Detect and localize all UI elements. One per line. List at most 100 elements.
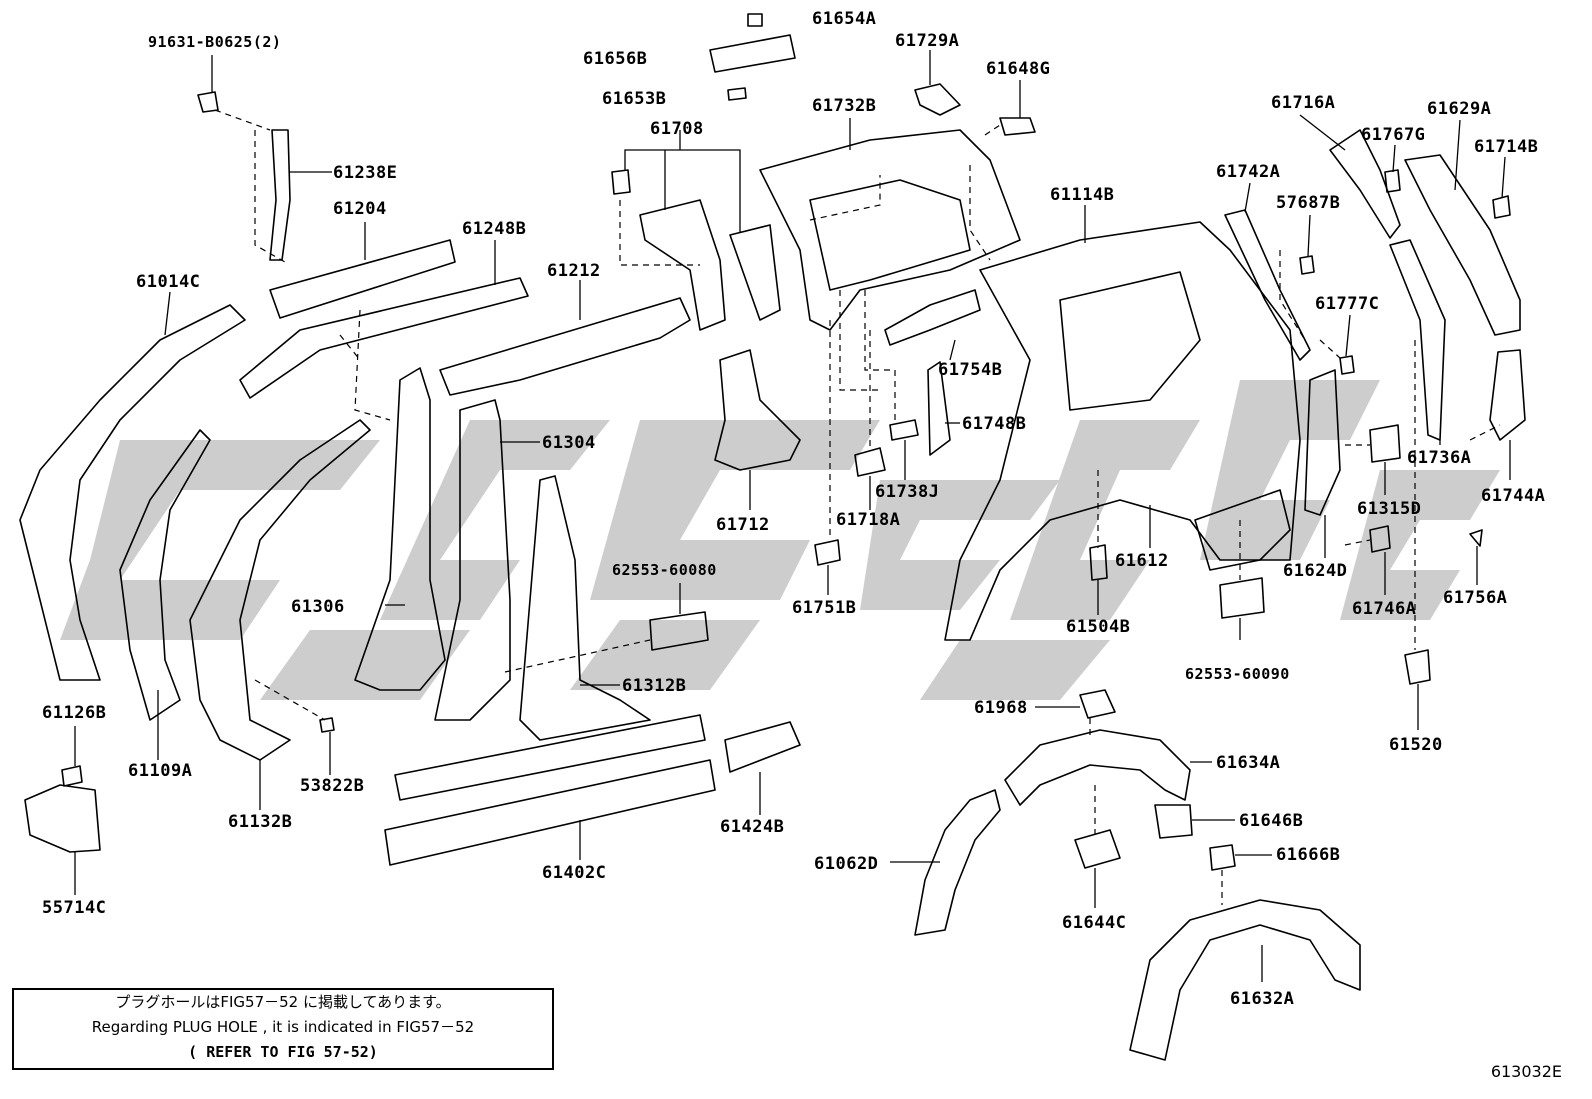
part-61653B [727, 87, 747, 101]
label-61402C[interactable]: 61402C [542, 863, 607, 883]
label-61644C[interactable]: 61644C [1062, 913, 1127, 933]
label-61306[interactable]: 61306 [291, 597, 345, 617]
part-61402C [384, 759, 716, 866]
label-61646B[interactable]: 61646B [1239, 811, 1304, 831]
label-61304[interactable]: 61304 [542, 433, 596, 453]
label-61756A[interactable]: 61756A [1443, 588, 1508, 608]
part-61732B-window [809, 179, 971, 291]
label-61014C[interactable]: 61014C [136, 272, 201, 292]
watermark [60, 380, 1500, 700]
part-61714B [1492, 195, 1511, 219]
part-91631-B0625 [197, 91, 219, 113]
label-61777C[interactable]: 61777C [1315, 294, 1380, 314]
label-61746A[interactable]: 61746A [1352, 599, 1417, 619]
label-61748B[interactable]: 61748B [962, 414, 1027, 434]
part-61306 [354, 367, 446, 691]
label-61708[interactable]: 61708 [650, 119, 704, 139]
part-61708-c [611, 169, 631, 195]
label-61612[interactable]: 61612 [1115, 551, 1169, 571]
part-61738J [889, 419, 919, 441]
part-61248B [239, 277, 529, 399]
part-61634A [1004, 729, 1191, 806]
label-61632A[interactable]: 61632A [1230, 989, 1295, 1009]
label-61634A[interactable]: 61634A [1216, 753, 1281, 773]
note-line-japanese: プラグホールはFIG57－52 に掲載してあります。 [115, 993, 451, 1011]
label-61132B[interactable]: 61132B [228, 812, 293, 832]
label-61754B[interactable]: 61754B [938, 360, 1003, 380]
part-61114B [944, 221, 1301, 641]
part-61612 [1194, 489, 1291, 571]
part-61742A [1224, 209, 1311, 361]
label-61238E[interactable]: 61238E [333, 163, 398, 183]
label-61114B[interactable]: 61114B [1050, 185, 1115, 205]
label-57687B[interactable]: 57687B [1276, 193, 1341, 213]
part-61708-b [729, 224, 781, 321]
note-line-english: Regarding PLUG HOLE , it is indicated in… [91, 1018, 475, 1036]
note-line-reference[interactable]: ( REFER TO FIG 57-52) [188, 1043, 378, 1061]
label-61712[interactable]: 61712 [716, 515, 770, 535]
part-61708-a [639, 199, 726, 331]
label-61716A[interactable]: 61716A [1271, 93, 1336, 113]
part-61748B [927, 361, 951, 456]
part-61629A [1404, 154, 1521, 336]
label-62553-60080[interactable]: 62553-60080 [612, 561, 717, 579]
label-61666B[interactable]: 61666B [1276, 845, 1341, 865]
label-61520[interactable]: 61520 [1389, 735, 1443, 755]
label-61648G[interactable]: 61648G [986, 59, 1051, 79]
label-61062D[interactable]: 61062D [814, 854, 879, 874]
label-62553-60090[interactable]: 62553-60090 [1185, 665, 1290, 683]
label-61738J[interactable]: 61738J [875, 482, 940, 502]
label-61654A[interactable]: 61654A [812, 9, 877, 29]
label-61212[interactable]: 61212 [547, 261, 601, 281]
label-91631-B0625[interactable]: 91631-B0625(2) [148, 33, 282, 51]
label-61126B[interactable]: 61126B [42, 703, 107, 723]
part-61132B [189, 419, 371, 761]
part-61632A [1129, 899, 1361, 1061]
label-55714C[interactable]: 55714C [42, 898, 107, 918]
part-61424B [724, 721, 801, 773]
part-61968 [1079, 689, 1116, 719]
part-57687B [1299, 255, 1315, 275]
part-61729A [914, 83, 961, 116]
figure-code: 613032E [1490, 1062, 1562, 1081]
part-61648G [999, 117, 1036, 136]
label-61315D[interactable]: 61315D [1357, 499, 1422, 519]
label-61653B[interactable]: 61653B [602, 89, 667, 109]
part-61712 [714, 349, 801, 471]
part-61746A [1369, 525, 1391, 553]
part-61744A [1489, 349, 1526, 441]
label-61312B[interactable]: 61312B [622, 676, 687, 696]
part-61666B [1209, 844, 1236, 871]
part-61204 [269, 239, 456, 319]
label-61109A[interactable]: 61109A [128, 761, 193, 781]
label-61629A[interactable]: 61629A [1427, 99, 1492, 119]
label-61714B[interactable]: 61714B [1474, 137, 1539, 157]
part-sill-upper [394, 714, 706, 801]
label-61424B[interactable]: 61424B [720, 817, 785, 837]
part-61656B [709, 34, 796, 73]
part-61062D [914, 789, 1001, 936]
label-61656B[interactable]: 61656B [583, 49, 648, 69]
label-61751B[interactable]: 61751B [792, 598, 857, 618]
label-61968[interactable]: 61968 [974, 698, 1028, 718]
part-61754B [884, 289, 981, 346]
label-61742A[interactable]: 61742A [1216, 162, 1281, 182]
part-62553-60080 [649, 611, 709, 651]
label-61736A[interactable]: 61736A [1407, 448, 1472, 468]
label-61718A[interactable]: 61718A [836, 510, 901, 530]
label-53822B[interactable]: 53822B [300, 776, 365, 796]
part-61756A [1469, 529, 1483, 547]
part-61736A [1389, 239, 1446, 441]
label-61729A[interactable]: 61729A [895, 31, 960, 51]
label-61624D[interactable]: 61624D [1283, 561, 1348, 581]
label-61767G[interactable]: 61767G [1361, 125, 1426, 145]
label-61248B[interactable]: 61248B [462, 219, 527, 239]
label-61504B[interactable]: 61504B [1066, 617, 1131, 637]
label-61204[interactable]: 61204 [333, 199, 387, 219]
part-61718A [854, 447, 886, 477]
label-61744A[interactable]: 61744A [1481, 486, 1546, 506]
part-61654A [747, 13, 763, 27]
label-61732B[interactable]: 61732B [812, 96, 877, 116]
part-61520 [1404, 649, 1431, 685]
